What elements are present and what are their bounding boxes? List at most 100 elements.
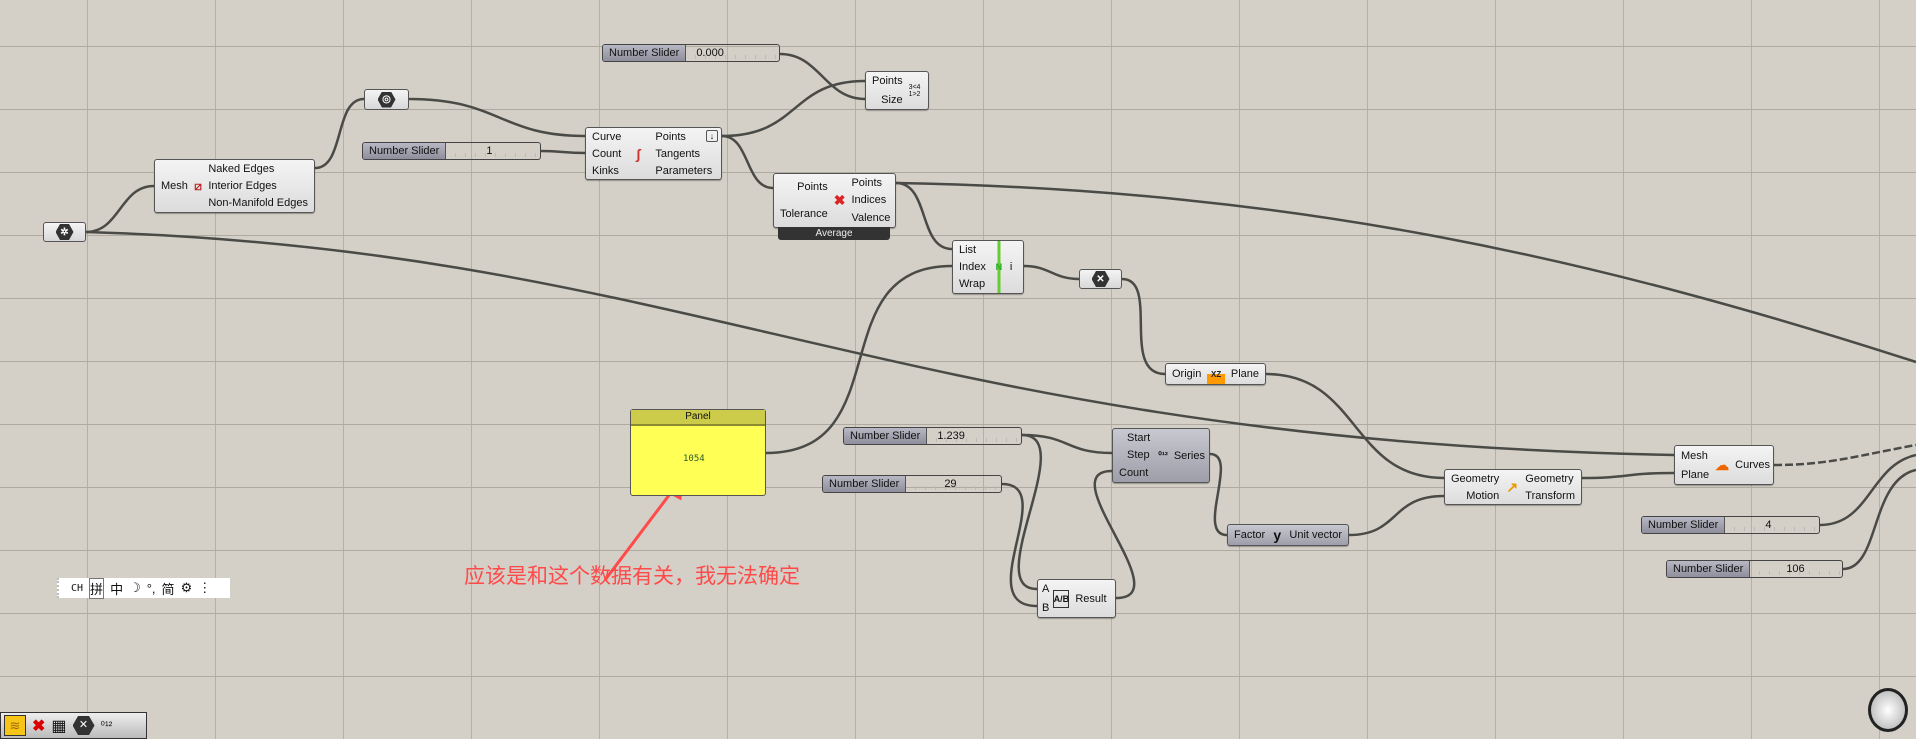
input-count[interactable]: Count bbox=[1119, 467, 1149, 480]
mesh-param[interactable]: ✲ bbox=[43, 222, 86, 242]
input-list[interactable]: List bbox=[959, 243, 977, 256]
ime-chinese[interactable]: 中 bbox=[110, 581, 124, 597]
ime-more[interactable]: ⋮ bbox=[198, 580, 212, 595]
panel-value[interactable]: 1054 bbox=[683, 454, 705, 464]
close-hex-icon[interactable]: ✕ bbox=[72, 716, 95, 735]
gear-icon[interactable]: ⚙ bbox=[180, 580, 193, 595]
ime-punct[interactable]: °, bbox=[146, 580, 156, 596]
slider-value[interactable]: 0.000 bbox=[686, 45, 779, 61]
output-geometry[interactable]: Geometry bbox=[1525, 472, 1574, 485]
output-parameters[interactable]: Parameters bbox=[655, 164, 713, 177]
moon-icon[interactable]: ☽ bbox=[129, 580, 141, 595]
series-icon: ⁰¹² bbox=[1158, 450, 1168, 460]
input-size[interactable]: Size bbox=[881, 93, 903, 106]
output-transform[interactable]: Transform bbox=[1525, 489, 1575, 502]
input-motion[interactable]: Motion bbox=[1466, 489, 1500, 502]
input-index[interactable]: Index bbox=[959, 260, 986, 273]
output-points[interactable]: Points bbox=[655, 130, 686, 143]
input-origin[interactable]: Origin bbox=[1172, 368, 1202, 380]
wire bbox=[1581, 471, 1675, 480]
input-points[interactable]: Points bbox=[797, 181, 828, 194]
input-b[interactable]: B bbox=[1042, 601, 1050, 614]
wire bbox=[1265, 372, 1445, 480]
slider-value[interactable]: 4 bbox=[1725, 517, 1819, 533]
clear-data-icon[interactable]: ✖ bbox=[32, 717, 46, 735]
mesh-edges-icon: ⧄ bbox=[194, 178, 202, 193]
division-icon: A/B bbox=[1053, 589, 1070, 608]
ime-toolbar[interactable]: CH 拼 中 ☽ °, 简 ⚙ ⋮ bbox=[57, 577, 230, 599]
output-unit-vector[interactable]: Unit vector bbox=[1289, 529, 1342, 541]
ime-pinyin[interactable]: 拼 bbox=[89, 577, 105, 599]
wire bbox=[1842, 468, 1916, 571]
xz-plane-component[interactable]: Origin XZ Plane bbox=[1165, 363, 1266, 385]
input-mesh[interactable]: Mesh bbox=[161, 180, 188, 192]
output-valence[interactable]: Valence bbox=[851, 212, 891, 225]
output-interior-edges[interactable]: Interior Edges bbox=[208, 179, 277, 192]
output-plane[interactable]: Plane bbox=[1230, 368, 1259, 380]
wire bbox=[721, 134, 774, 190]
input-start[interactable]: Start bbox=[1127, 431, 1151, 444]
slider-value[interactable]: 29 bbox=[906, 476, 1001, 492]
slider-label: Number Slider bbox=[1667, 561, 1751, 577]
input-kinks[interactable]: Kinks bbox=[592, 164, 619, 177]
panel[interactable]: Panel 1054 bbox=[630, 409, 766, 496]
input-mesh[interactable]: Mesh bbox=[1681, 449, 1708, 462]
unit-y-icon: y bbox=[1273, 527, 1282, 543]
output-indices[interactable]: Indices bbox=[851, 194, 887, 207]
contour-icon: ☁ bbox=[1715, 456, 1730, 473]
output-tangents[interactable]: Tangents bbox=[655, 147, 701, 160]
series-tool-icon[interactable]: ⁰¹² bbox=[100, 720, 113, 732]
sketch-tool-icon[interactable]: ≋ bbox=[4, 715, 26, 736]
slider-value[interactable]: 1 bbox=[446, 143, 540, 159]
unit-y-component[interactable]: Factor y Unit vector bbox=[1227, 524, 1349, 546]
point-list-icon: 3<4 1>2 bbox=[908, 83, 921, 98]
ime-lang[interactable]: CH bbox=[71, 582, 84, 594]
input-curve[interactable]: Curve bbox=[592, 130, 622, 143]
navigation-compass-icon[interactable] bbox=[1868, 688, 1908, 732]
output-result[interactable]: Result bbox=[1075, 592, 1107, 605]
input-wrap[interactable]: Wrap bbox=[959, 278, 986, 291]
flatten-arrow-icon[interactable]: ↓ bbox=[706, 130, 718, 142]
input-factor[interactable]: Factor bbox=[1234, 529, 1266, 541]
table-icon[interactable]: ▦ bbox=[51, 717, 67, 735]
input-step[interactable]: Step bbox=[1127, 449, 1150, 462]
input-a[interactable]: A bbox=[1042, 583, 1050, 596]
ime-simplified[interactable]: 简 bbox=[161, 581, 175, 597]
slider-value[interactable]: 1.239 bbox=[927, 428, 1021, 444]
wire bbox=[1819, 453, 1916, 527]
input-plane[interactable]: Plane bbox=[1681, 468, 1710, 481]
input-tolerance[interactable]: Tolerance bbox=[780, 207, 828, 220]
output-curves[interactable]: Curves bbox=[1735, 459, 1770, 471]
cull-mode-footer[interactable]: Average bbox=[778, 227, 890, 240]
input-count[interactable]: Count bbox=[592, 147, 622, 160]
number-param[interactable]: ✕ bbox=[1079, 269, 1122, 289]
input-geometry[interactable]: Geometry bbox=[1451, 472, 1500, 485]
output-series[interactable]: Series bbox=[1173, 449, 1205, 462]
wire bbox=[1017, 433, 1042, 591]
input-points[interactable]: Points bbox=[872, 75, 903, 88]
curve-param[interactable]: ◎ bbox=[364, 89, 409, 110]
wire bbox=[540, 149, 586, 155]
output-naked-edges[interactable]: Naked Edges bbox=[208, 162, 275, 175]
output-i[interactable]: i bbox=[1009, 261, 1013, 273]
wire bbox=[895, 181, 953, 251]
close-x-icon: ✕ bbox=[1091, 271, 1110, 287]
output-points[interactable]: Points bbox=[851, 176, 883, 189]
slider-value[interactable]: 106 bbox=[1750, 561, 1842, 577]
output-non-manifold-edges[interactable]: Non-Manifold Edges bbox=[208, 197, 308, 210]
